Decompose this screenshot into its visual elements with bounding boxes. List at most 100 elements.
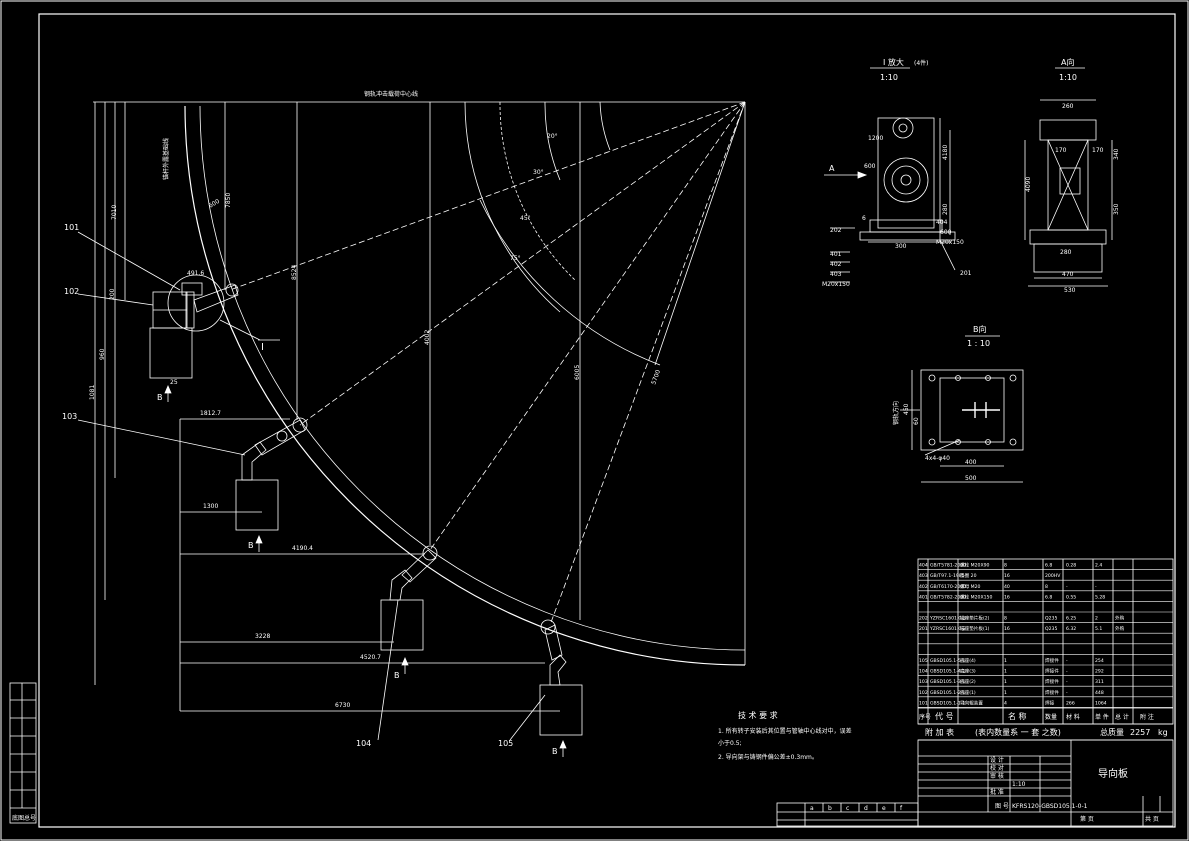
bom-cell: 螺母 M20 [960,583,981,590]
rev-col-b: b [828,805,832,812]
dim-1300: 1300 [203,503,218,510]
view-B-scale: 1 : 10 [967,339,990,348]
bom-cell: 0.55 [1066,594,1076,600]
left-stamp-frame [9,682,37,824]
bom-cell: YZRSC1601.0-3 [929,616,966,622]
bom-cell: 底座(3) [960,668,976,675]
view-A-dim-7: 530 [1064,287,1076,294]
bom-cell: 2.4 [1095,563,1102,569]
tb-label-approve: 批 准 [990,788,1004,796]
detail-I-dim-2: 600 [864,163,876,170]
tech-item-1: 1. 所有转子安装后其位置与管轴中心线对中，误差 [718,727,852,735]
bom-cell: - [1066,585,1068,590]
view-A-dim-8: 350 [1113,203,1120,215]
bom-cell: 0.28 [1066,563,1076,569]
small-dim: 25 [170,379,178,386]
bom-cell: 6.8 [1045,594,1052,600]
rev-col-e: e [882,805,886,812]
top-dim-label: 钢轨冲击载荷中心线 [364,90,418,98]
detail-I-scale: 1:10 [880,73,898,82]
rev-col-f: f [900,805,903,812]
tb-label-design: 设 计 [990,756,1004,764]
detail-I-dim-4: 300 [895,243,907,250]
detail-I-dim-5: 600 [940,229,952,236]
bom-header-remarks: 附 注 [1140,713,1154,721]
detail-I-text: I 放大 (4件) 1:10 A 202 201 401 402 403 404… [822,57,972,288]
bom-cell: 螺栓 M20X90 [960,562,990,569]
view-A-title: A向 [1061,57,1074,67]
dim-1081: 1081 [89,385,96,400]
view-B-title: B向 [973,324,987,334]
support-101 [149,282,239,379]
bom-cell: 5.1 [1095,626,1102,632]
bom-cell: 锚座垫片板(1) [960,625,990,632]
bom-cell: 102 [919,690,928,696]
dim-4190: 4190.4 [292,545,313,552]
guide-arc-inner [199,105,746,651]
weight-total-value: 2257 [1130,728,1150,737]
view-arrow-b3: B [394,671,400,680]
support-103 [235,417,308,531]
bom-cell: 6.32 [1066,626,1076,632]
dim-7850: 7850 [225,193,232,208]
balloon-103: 103 [62,412,77,421]
detail-I-dim-1: 1200 [868,135,883,142]
dim-3228: 3228 [255,633,270,640]
weight-row: 附 加 表 (表内数量系 一 套 之数) 总质量 2257 kg [925,727,1168,737]
bom-header: 序号 代 号 名 称 数量 材 料 单 件 总 计 附 注 [919,711,1154,721]
bom-cell: 底座(1) [960,689,976,696]
bom-cell: GBSD105.1-3-1 [930,679,965,685]
bom-cell: GB/T97.1-1985 [930,573,965,579]
rev-col-d: d [864,805,868,812]
dim-1812: 1812.7 [200,410,221,417]
bom-cell: 105 [919,658,928,664]
view-A [1024,67,1113,287]
bom-cell: 1 [1004,690,1007,696]
bom-cell: - [1066,680,1068,685]
guide-arc-outer [184,105,746,666]
angle-30: 30° [533,169,544,176]
rev-col-a: a [810,805,814,812]
view-A-dim-4: 340 [1113,148,1120,160]
callout-202: 202 [830,227,842,234]
drawing-title: 导向板 [1098,767,1128,780]
dim-960: 960 [99,348,106,360]
balloon-102: 102 [64,287,79,296]
bom-cell: 外购 [1115,625,1125,632]
bom-cell: 螺栓 M20X150 [960,593,992,600]
support-105 [539,619,583,736]
callout-402: 402 [830,261,842,268]
bom-cell: 16 [1004,626,1010,632]
drawing-border [38,13,1176,828]
sheet-current: 第 页 [1080,815,1094,823]
tech-item-1b: 小于0.5; [718,739,742,747]
weight-note: (表内数量系 一 套 之数) [975,727,1061,737]
side-label: 锚杆外露基础线 [162,138,170,180]
bom-cell: 1064 [1095,700,1107,706]
bom-header-total: 总 计 [1115,713,1129,721]
bom-cell: 401 [919,594,928,600]
callout-m20-a: M20x150 [822,281,850,288]
bom-cell: GB/T5781-2000 [930,563,966,569]
rev-col-c: c [846,805,849,812]
bom-cell: 焊接件 [1045,668,1059,675]
balloon-104: 104 [356,739,371,748]
bom-cell: 1 [1004,669,1007,675]
bom-cell: 254 [1095,658,1104,664]
scale-cell: 1:10 [1012,781,1026,788]
view-A-dim-0: 260 [1062,103,1074,110]
dim-491: 491.6 [187,270,204,277]
revision-table-frame [776,802,919,827]
bom-cell: 266 [1066,700,1075,706]
detail-I-suffix: (4件) [914,59,929,67]
bom-cell: 底座(4) [960,657,976,664]
bom-cell: GBSD105.1-5-1 [930,658,965,664]
detail-I-dim-7: 6 [862,215,866,222]
bom-cell: 101 [919,700,928,706]
bom-cell: 104 [919,669,928,675]
bom-cell: 6.8 [1045,563,1052,569]
bom-header-no: 序号 [919,713,931,721]
tech-requirements: 技 术 要 求 1. 所有转子安装后其位置与管轴中心线对中，误差 小于0.5; … [718,710,852,761]
bom-cell: 导向辊装置 [960,699,983,706]
